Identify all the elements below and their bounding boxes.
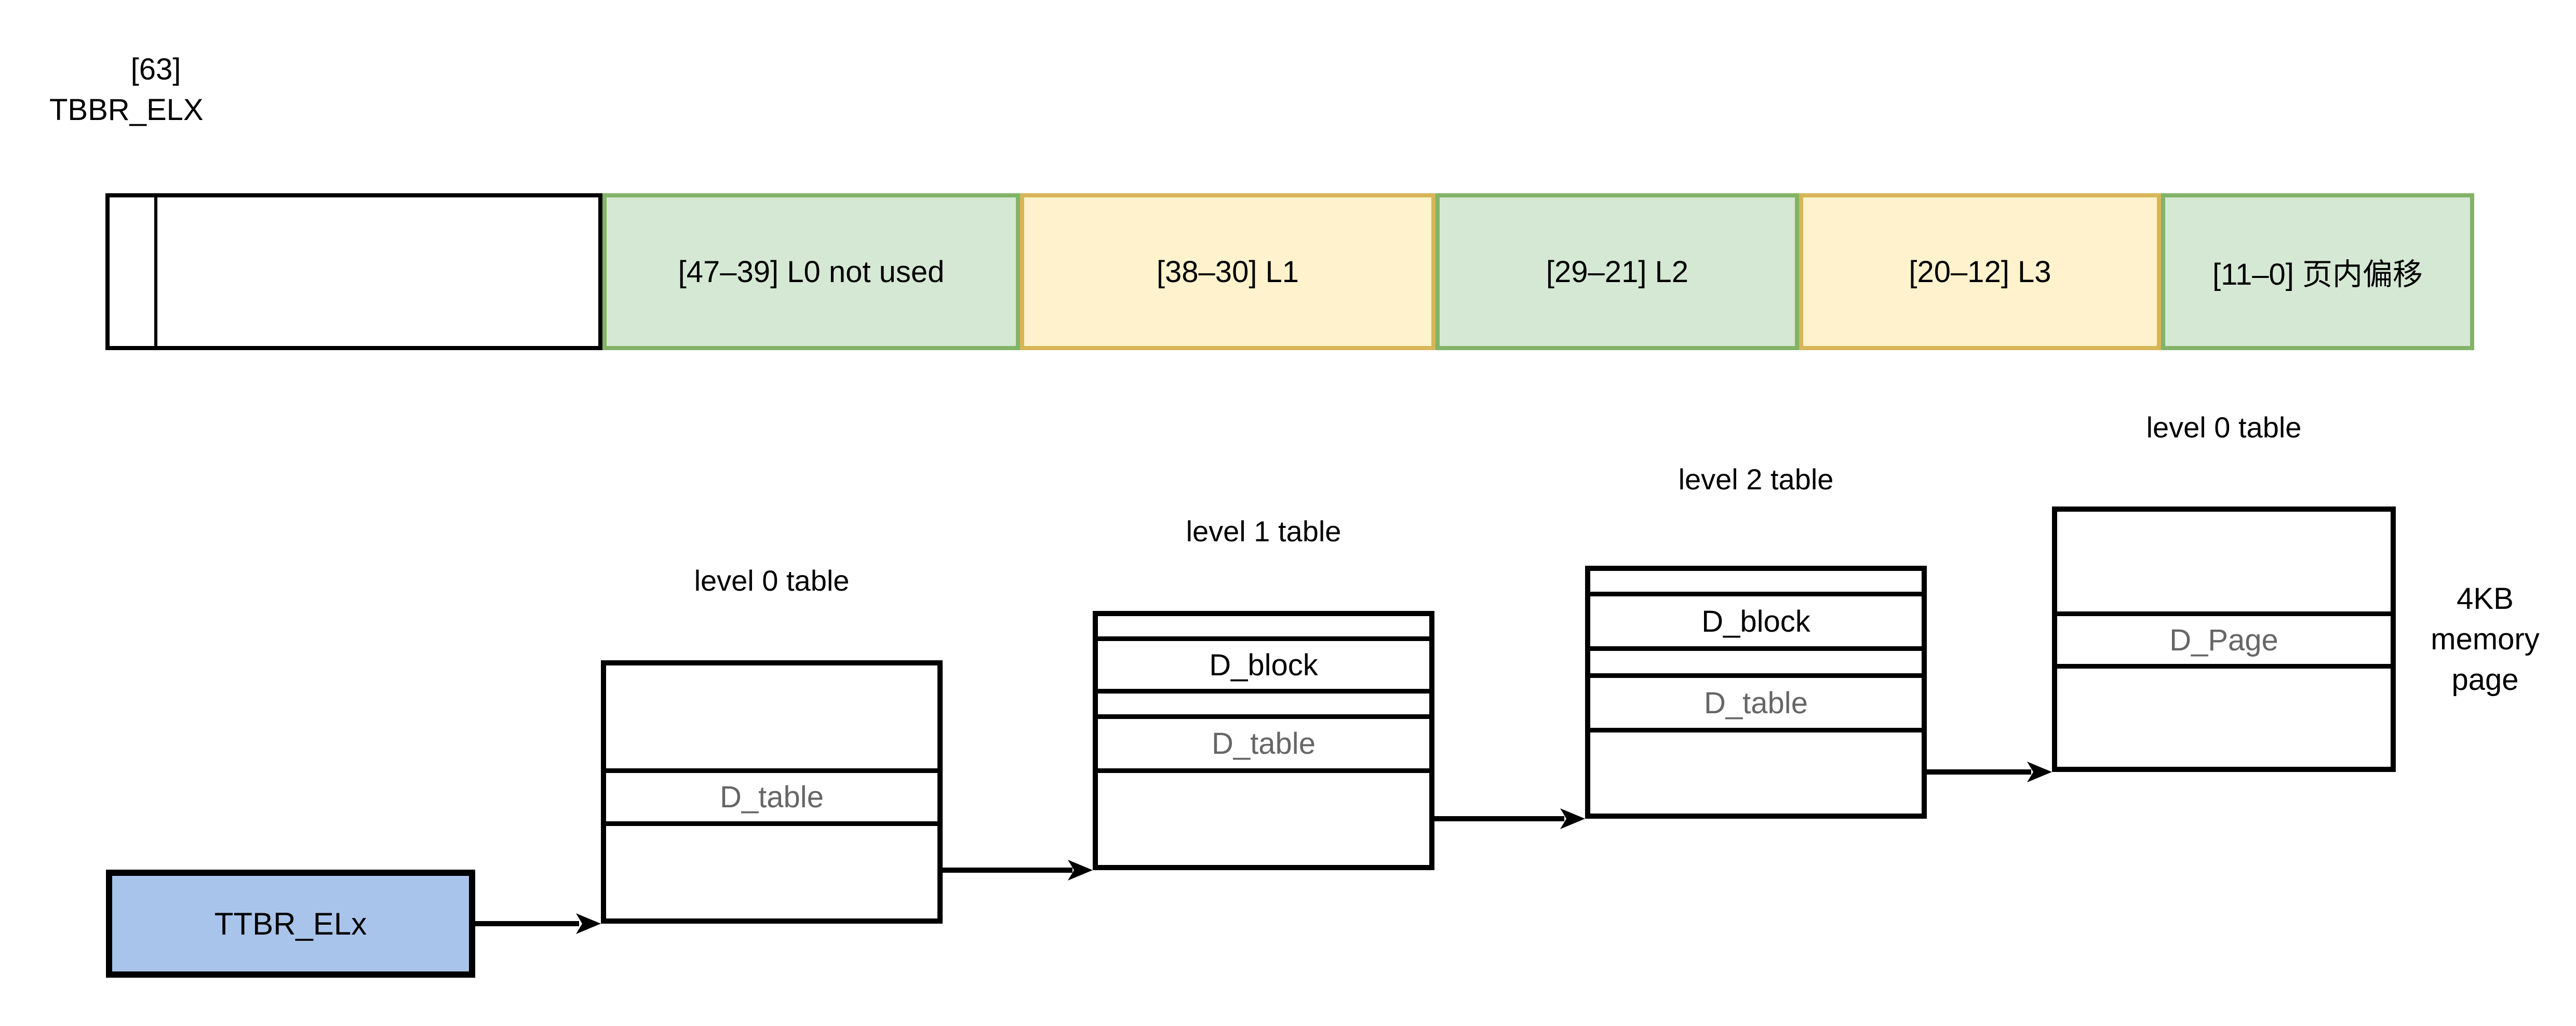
level0-dtable-cell: D_table <box>720 780 824 814</box>
memory-page-label: 4KB memory page <box>2402 579 2568 700</box>
bar-segment-l1: [38–30] L1 <box>1020 193 1435 350</box>
level1-row-divider <box>1098 768 1429 773</box>
bar-segment-page-offset-label: [11–0] 页内偏移 <box>2212 258 2423 291</box>
connector-level1-to-level2 <box>1434 816 1564 821</box>
connector-level0-to-level1 <box>943 868 1072 873</box>
bar-segment-l2-label: [29–21] L2 <box>1546 255 1689 289</box>
level3-table-box: D_Page <box>2052 507 2396 772</box>
level0-row-divider <box>606 768 937 773</box>
memory-page-label-line2: memory <box>2431 622 2540 656</box>
level2-row-divider <box>1590 646 1922 651</box>
level1-dtable-cell: D_table <box>1212 727 1316 761</box>
level2-row-divider <box>1590 673 1922 678</box>
level3-row-divider <box>2057 611 2391 616</box>
level3-table-title: level 0 table <box>2146 411 2302 444</box>
level1-dblock-cell: D_block <box>1209 648 1318 682</box>
bar-segment-l0: [47–39] L0 not used <box>602 193 1020 350</box>
level2-row-divider <box>1590 728 1922 732</box>
level2-row-divider <box>1590 592 1922 596</box>
register-name-label: TBBR_ELX <box>49 93 204 127</box>
connector-ttbr-to-level0 <box>475 921 579 926</box>
level3-dpage-cell: D_Page <box>2169 623 2278 657</box>
level3-row-divider <box>2057 664 2391 669</box>
bit-63-label: [63] <box>130 52 181 86</box>
level1-row-divider <box>1098 636 1429 641</box>
connector-level2-to-level3 <box>1927 769 2031 775</box>
memory-page-label-line3: page <box>2451 663 2519 697</box>
level2-table-title: level 2 table <box>1678 463 1834 496</box>
level1-row-divider <box>1098 714 1429 719</box>
level2-dtable-cell: D_table <box>1704 686 1808 720</box>
ttbr-elx-label: TTBR_ELx <box>214 906 367 941</box>
bar-reserved-segment <box>105 193 602 350</box>
level0-row-divider <box>606 821 937 826</box>
bar-segment-l1-label: [38–30] L1 <box>1156 255 1299 289</box>
ttbr-elx-box: TTBR_ELx <box>106 870 475 978</box>
bar-segment-l3-label: [20–12] L3 <box>1909 255 2051 289</box>
arrowhead-ttbr-to-level0 <box>576 913 601 934</box>
bar-segment-l3: [20–12] L3 <box>1799 193 2161 350</box>
bar-reserved-divider <box>154 197 157 346</box>
level1-row-divider <box>1098 689 1429 694</box>
bar-segment-l2: [29–21] L2 <box>1435 193 1799 350</box>
level2-dblock-cell: D_block <box>1701 604 1810 638</box>
level0-table-box: D_table <box>601 660 943 924</box>
level1-table-box: D_block D_table <box>1093 611 1434 870</box>
memory-page-label-line1: 4KB <box>2457 582 2514 616</box>
level1-table-title: level 1 table <box>1186 515 1341 548</box>
bar-segment-l0-label: [47–39] L0 not used <box>678 255 945 289</box>
level2-table-box: D_block D_table <box>1585 566 1927 819</box>
level0-table-title: level 0 table <box>694 564 850 597</box>
bar-segment-page-offset: [11–0] 页内偏移 <box>2161 193 2474 350</box>
